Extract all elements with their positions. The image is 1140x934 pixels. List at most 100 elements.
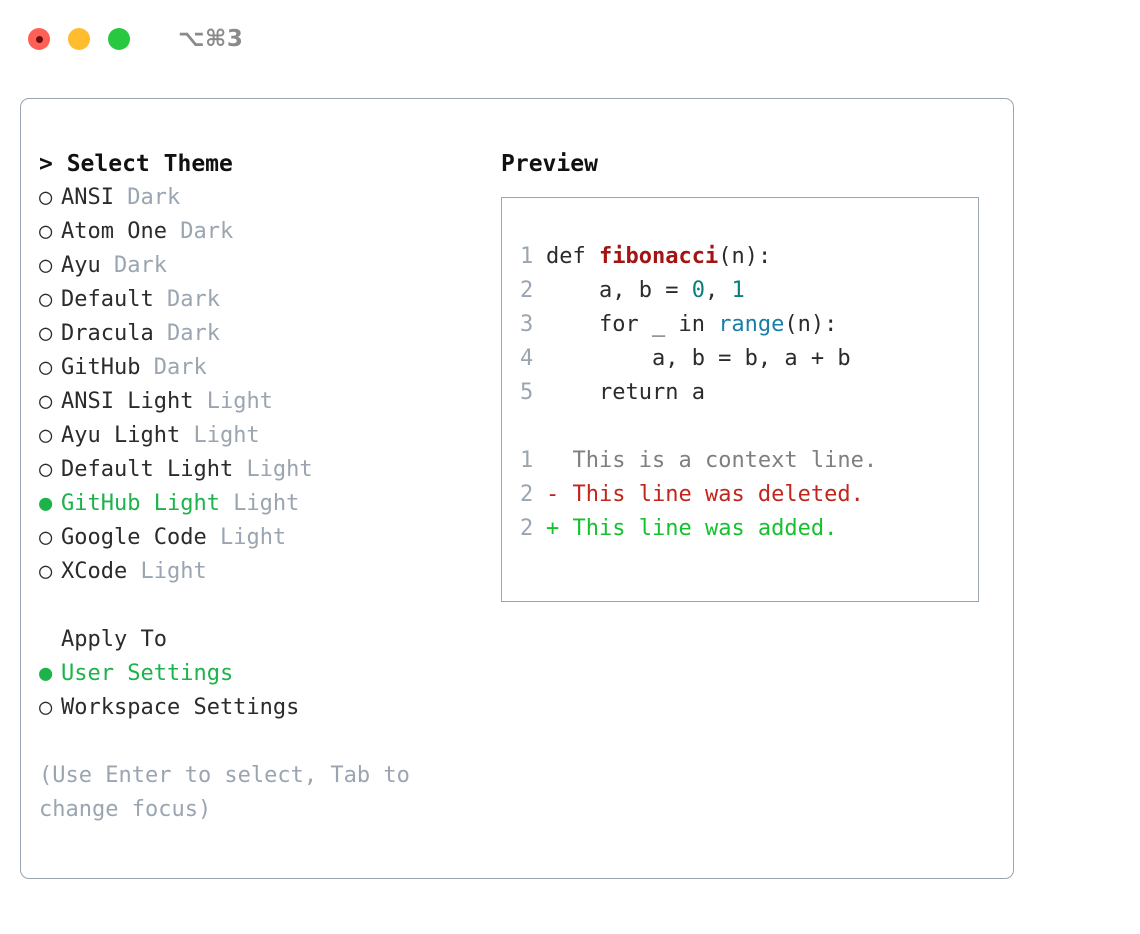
theme-option-ayu[interactable]: ○ Ayu Dark [39,249,479,283]
theme-option-github-light[interactable]: ● GitHub Light Light [39,487,479,521]
theme-option-dracula[interactable]: ○ Dracula Dark [39,317,479,351]
diff-text: This line was added. [572,516,838,541]
diff-snippet: 1 This is a context line.2- This line wa… [520,444,978,546]
theme-option-label: GitHub [61,355,154,380]
radio-unselected-icon: ○ [39,185,53,210]
radio-selected-icon: ● [39,661,53,686]
theme-option-variant: Dark [113,253,167,278]
code-token: , [704,278,732,303]
theme-option-label: Atom One [61,219,181,244]
code-token: (n): [718,244,772,269]
code-line: 5 return a [520,376,978,410]
line-number: 4 [520,346,534,371]
apply-to-option-label: User Settings [61,661,234,686]
theme-option-xcode[interactable]: ○ XCode Light [39,555,479,589]
line-number: 1 [520,448,534,473]
main-panel: > Select Theme ○ANSI Dark○Atom One Dark○… [20,98,1014,879]
code-line: 3 for _ in range(n): [520,308,978,342]
code-token: (n): [784,312,838,337]
select-theme-heading: > Select Theme [39,151,233,177]
diff-line: 2- This line was deleted. [520,478,978,512]
code-token: 1 [731,278,745,303]
theme-option-default[interactable]: ○Default Dark [39,283,479,317]
theme-option-label: Google Code [61,525,220,550]
help-text: (Use Enter to select, Tab to change focu… [39,763,410,822]
theme-option-label: Ayu [61,253,114,278]
radio-unselected-icon: ○ [39,355,53,380]
radio-selected-icon: ● [39,491,53,516]
apply-to-option-label: Workspace Settings [61,695,300,720]
theme-option-label: Ayu Light [61,423,194,448]
close-window-button[interactable] [28,28,50,50]
code-token: return a [546,380,705,405]
code-diff-spacer [520,410,978,444]
theme-option-label: ANSI Light [61,389,207,414]
theme-option-ansi[interactable]: ○ ANSI Dark [39,181,479,215]
window-controls [28,28,130,50]
theme-option-variant: Light [206,389,273,414]
code-line: 2 a, b = 0, 1 [520,274,978,308]
theme-option-google-code[interactable]: ○ Google Code Light [39,521,479,555]
theme-selector-column: > Select Theme ○ANSI Dark○Atom One Dark○… [39,147,479,827]
radio-unselected-icon: ○ [39,525,53,550]
theme-option-variant: Dark [153,355,207,380]
apply-to-option-user-settings[interactable]: ● User Settings [39,657,479,691]
radio-unselected-icon: ○ [39,321,53,346]
diff-marker [546,448,573,473]
diff-line: 2+ This line was added. [520,512,978,546]
code-token: def [546,244,599,269]
theme-option-variant: Dark [180,219,234,244]
diff-text: This is a context line. [572,448,878,473]
code-line: 4 a, b = b, a + b [520,342,978,376]
line-number: 2 [520,278,534,303]
theme-option-label: ANSI [61,185,128,210]
radio-unselected-icon: ○ [39,253,53,278]
code-token: range [718,312,785,337]
maximize-window-button[interactable] [108,28,130,50]
code-token: for _ in [546,312,719,337]
radio-unselected-icon: ○ [39,423,53,448]
theme-option-variant: Light [140,559,207,584]
theme-option-atom-one[interactable]: ○ Atom One Dark [39,215,479,249]
line-number: 2 [520,482,534,507]
theme-option-variant: Dark [166,287,220,312]
minimize-window-button[interactable] [68,28,90,50]
theme-list[interactable]: ○ANSI Dark○Atom One Dark○Ayu Dark○Defaul… [39,181,479,589]
theme-option-ansi-light[interactable]: ○ ANSI Light Light [39,385,479,419]
diff-marker: - [546,482,573,507]
diff-line: 1 This is a context line. [520,444,978,478]
theme-option-label: GitHub Light [61,491,234,516]
radio-unselected-icon: ○ [39,559,53,584]
apply-to-option-workspace-settings[interactable]: ○Workspace Settings [39,691,479,725]
code-token: fibonacci [598,244,719,269]
keyboard-shortcut-label: ⌥⌘3 [178,26,244,52]
title-bar: ⌥⌘3 [0,0,1140,78]
theme-option-label: Default [61,287,167,312]
theme-option-github[interactable]: ○ GitHub Dark [39,351,479,385]
radio-unselected-icon: ○ [39,219,53,244]
code-token: a, b = b, a + b [546,346,851,371]
diff-text: This line was deleted. [572,482,864,507]
preview-heading: Preview [501,151,598,177]
theme-option-variant: Light [193,423,260,448]
theme-option-variant: Light [219,525,287,550]
theme-option-variant: Light [233,491,300,516]
theme-option-default-light[interactable]: ○Default Light Light [39,453,479,487]
theme-option-variant: Dark [166,321,220,346]
diff-marker: + [546,516,573,541]
theme-option-variant: Dark [127,185,181,210]
apply-to-list[interactable]: ● User Settings ○Workspace Settings [39,657,479,725]
apply-to-heading: Apply To [61,627,167,652]
radio-unselected-icon: ○ [39,457,53,482]
theme-option-label: XCode [61,559,141,584]
radio-unselected-icon: ○ [39,389,53,414]
code-token: 0 [691,278,705,303]
theme-option-ayu-light[interactable]: ○ Ayu Light Light [39,419,479,453]
theme-option-label: Dracula [61,321,167,346]
section-spacer [39,589,479,623]
